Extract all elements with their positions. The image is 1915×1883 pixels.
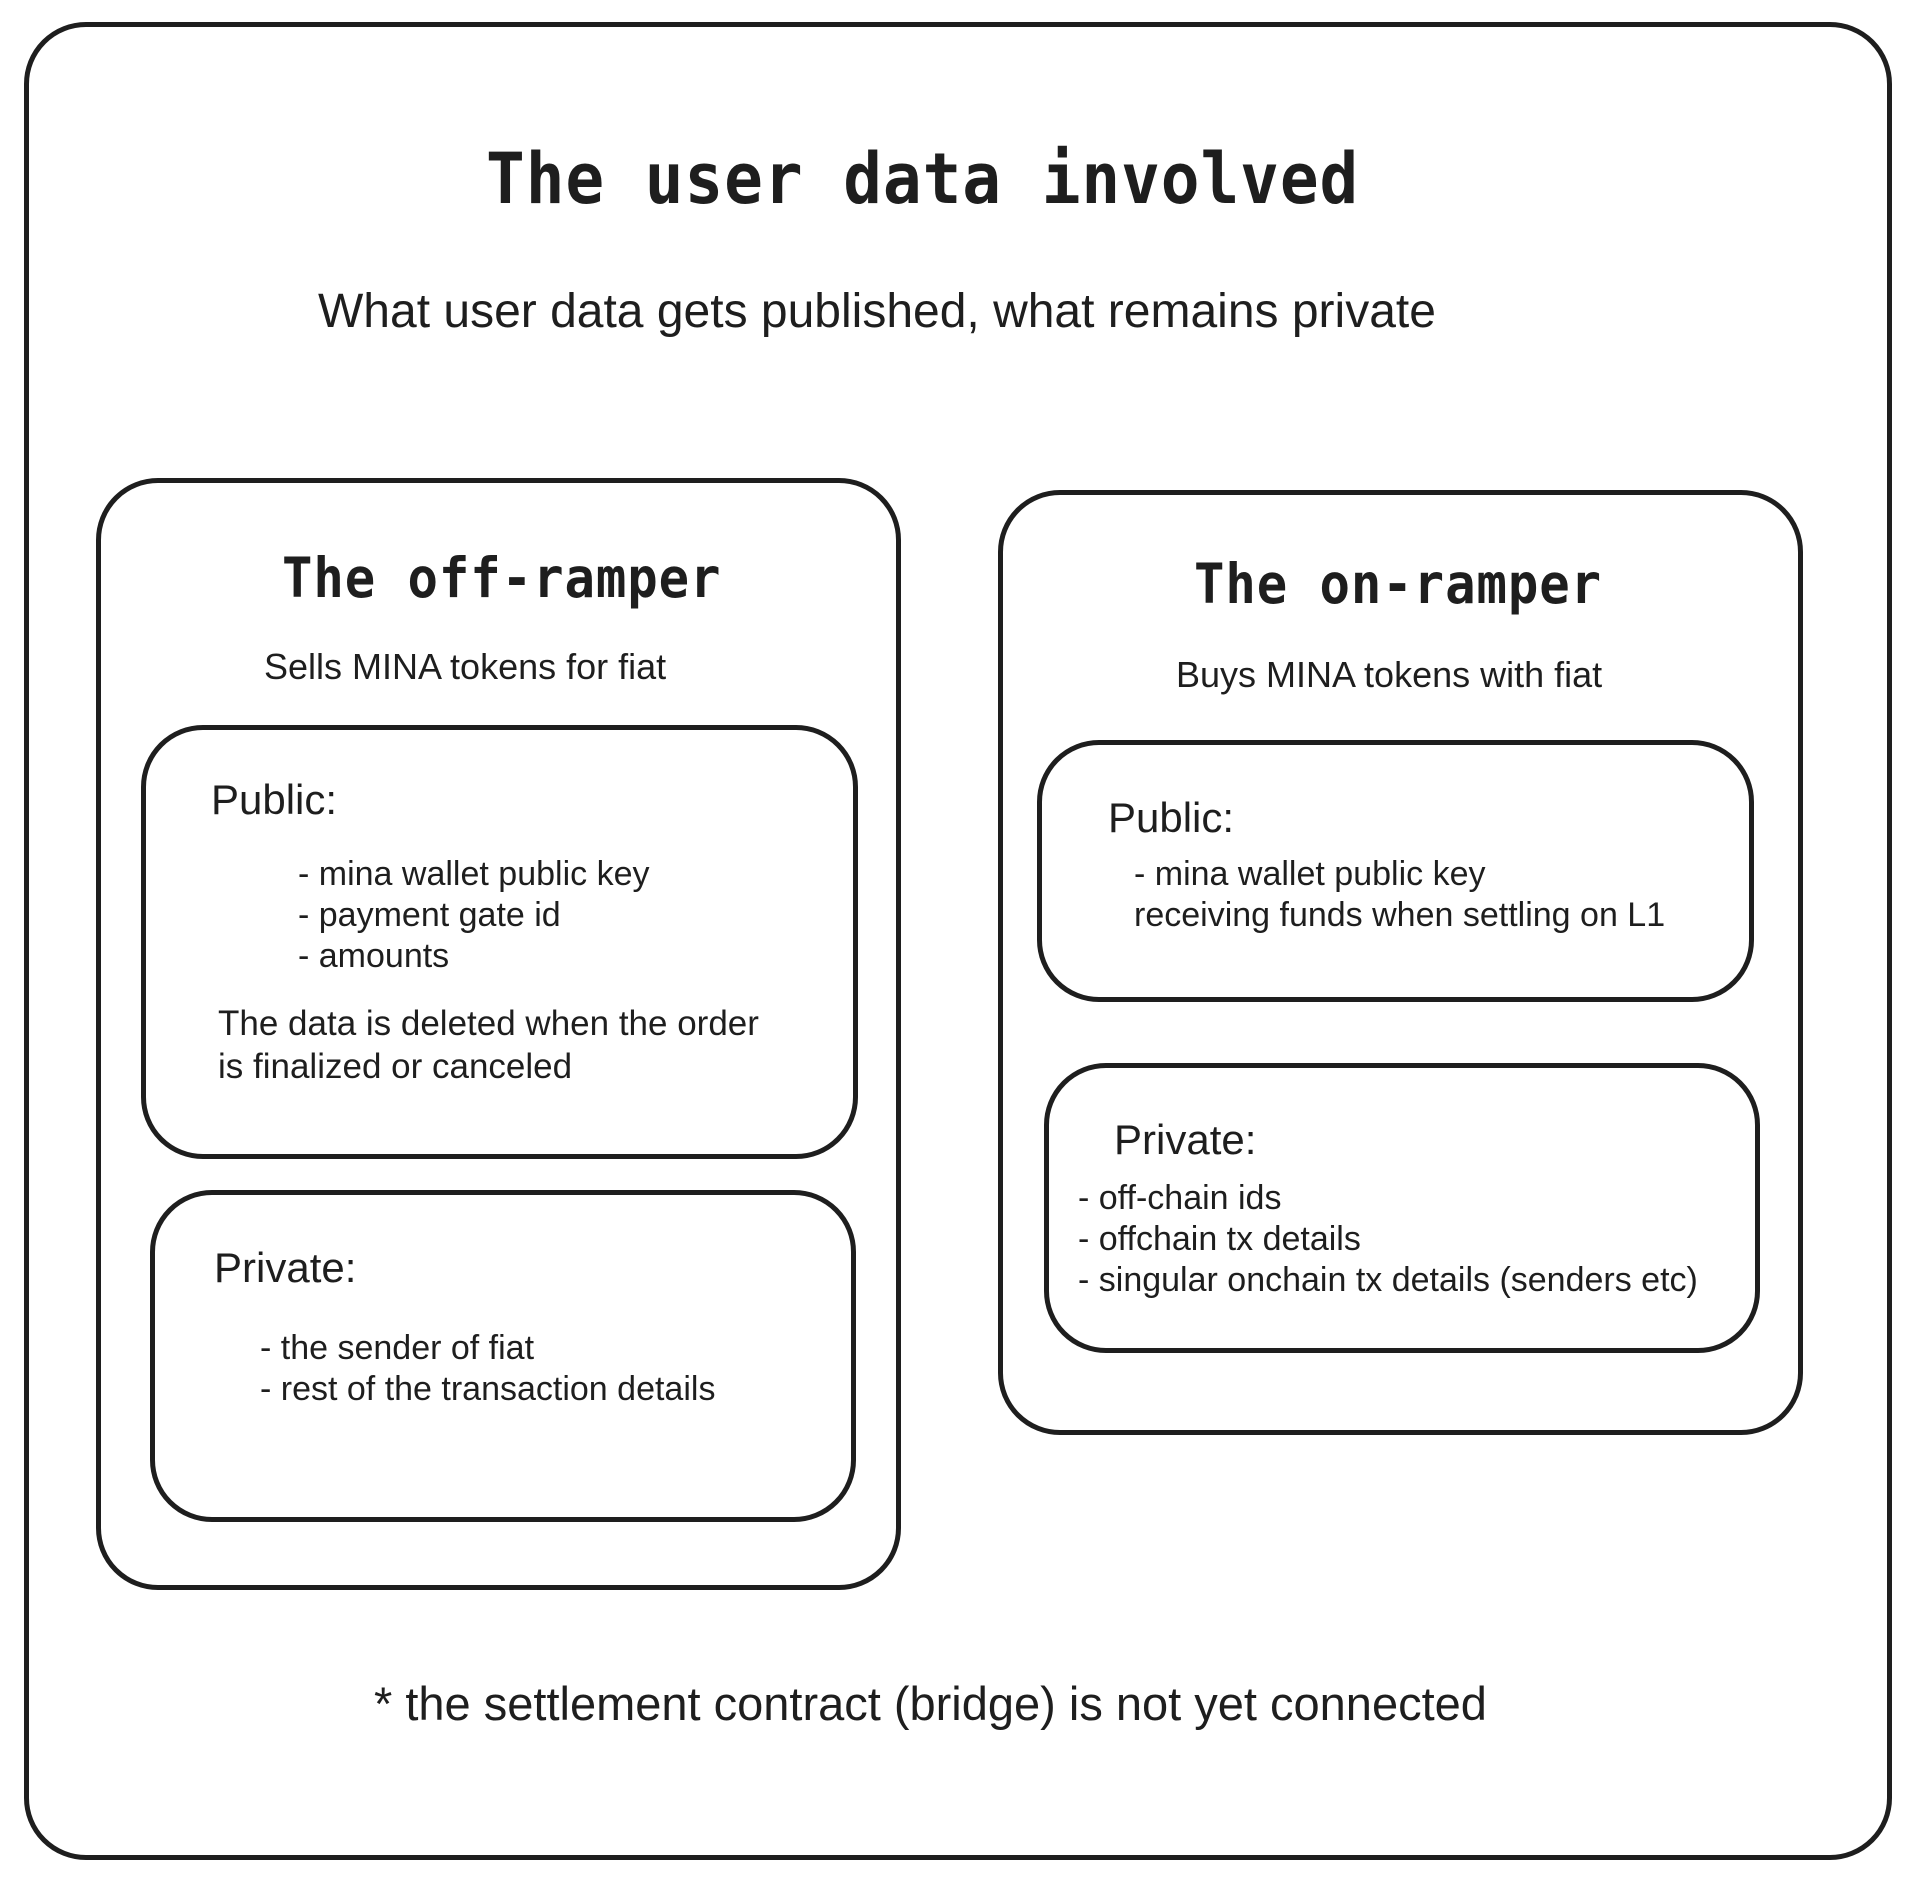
diagram-subtitle: What user data gets published, what rema… bbox=[318, 285, 1436, 338]
footnote: * the settlement contract (bridge) is no… bbox=[374, 1677, 1487, 1730]
on-ramper-private-list: - off-chain ids - offchain tx details - … bbox=[1078, 1178, 1698, 1301]
off-ramper-title: The off-ramper bbox=[282, 546, 722, 610]
on-ramper-subtitle: Buys MINA tokens with fiat bbox=[1176, 654, 1603, 695]
list-item: - the sender of fiat bbox=[260, 1329, 535, 1367]
off-ramper-deletion-note: The data is deleted when the order is fi… bbox=[218, 1002, 759, 1088]
on-ramper-private-box bbox=[1044, 1063, 1760, 1353]
list-item: receiving funds when settling on L1 bbox=[1134, 896, 1666, 934]
note-line: The data is deleted when the order bbox=[218, 1004, 759, 1043]
off-ramper-public-list: - mina wallet public key - payment gate … bbox=[298, 854, 649, 977]
on-ramper-public-list: - mina wallet public key receiving funds… bbox=[1134, 854, 1665, 936]
list-item: - amounts bbox=[298, 937, 450, 975]
on-ramper-private-heading: Private: bbox=[1114, 1116, 1257, 1163]
diagram-title: The user data involved bbox=[486, 138, 1360, 220]
off-ramper-public-box bbox=[141, 725, 858, 1159]
off-ramper-private-heading: Private: bbox=[214, 1244, 357, 1291]
list-item: - off-chain ids bbox=[1078, 1179, 1282, 1217]
note-line: is finalized or canceled bbox=[218, 1047, 573, 1086]
on-ramper-panel bbox=[998, 490, 1803, 1435]
on-ramper-public-box bbox=[1037, 740, 1754, 1002]
on-ramper-public-heading: Public: bbox=[1108, 794, 1235, 841]
list-item: - offchain tx details bbox=[1078, 1220, 1361, 1258]
list-item: - mina wallet public key bbox=[298, 855, 650, 893]
on-ramper-title: The on-ramper bbox=[1194, 552, 1602, 616]
list-item: - mina wallet public key bbox=[1134, 855, 1486, 893]
off-ramper-private-list: - the sender of fiat - rest of the trans… bbox=[260, 1328, 715, 1410]
off-ramper-panel bbox=[96, 478, 901, 1590]
outer-frame bbox=[24, 22, 1892, 1860]
list-item: - singular onchain tx details (senders e… bbox=[1078, 1261, 1698, 1299]
off-ramper-public-heading: Public: bbox=[211, 776, 338, 823]
off-ramper-private-box bbox=[150, 1190, 856, 1522]
off-ramper-subtitle: Sells MINA tokens for fiat bbox=[264, 646, 667, 687]
list-item: - payment gate id bbox=[298, 896, 561, 934]
list-item: - rest of the transaction details bbox=[260, 1370, 716, 1408]
